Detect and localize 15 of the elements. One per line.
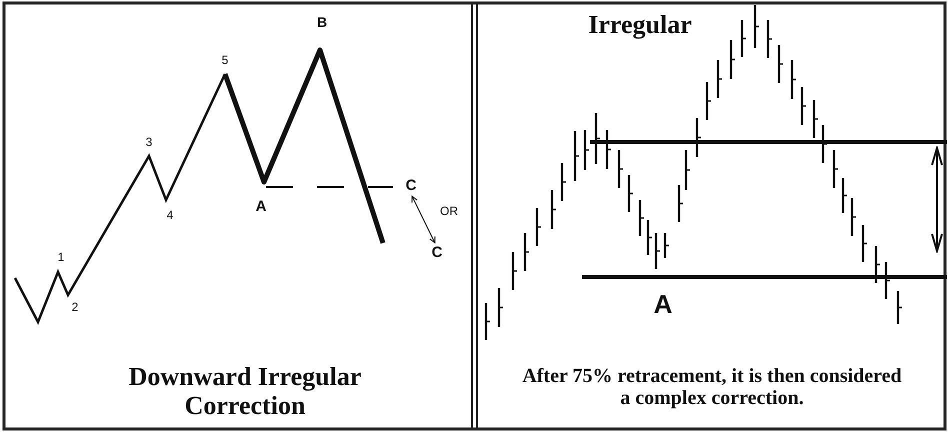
panel-caption: After 75% retracement, it is then considered a complex correction.: [522, 365, 902, 409]
wave-label: A: [654, 290, 672, 318]
wave-label: 3: [146, 136, 152, 150]
wave-label: 4: [166, 209, 174, 223]
wave-label: 5: [222, 54, 228, 68]
wave-label: A: [256, 198, 266, 216]
arrow: [412, 196, 436, 244]
wave-label: B: [316, 15, 328, 31]
wave-label: 2: [72, 301, 78, 315]
panel-title: Irregular: [588, 10, 692, 40]
wave-label: C: [432, 244, 442, 262]
panel-caption: Downward Irregular Correction: [128, 363, 362, 421]
wave-label: OR: [440, 205, 458, 219]
wave-label: C: [406, 178, 416, 194]
wave-label: 1: [58, 251, 64, 265]
